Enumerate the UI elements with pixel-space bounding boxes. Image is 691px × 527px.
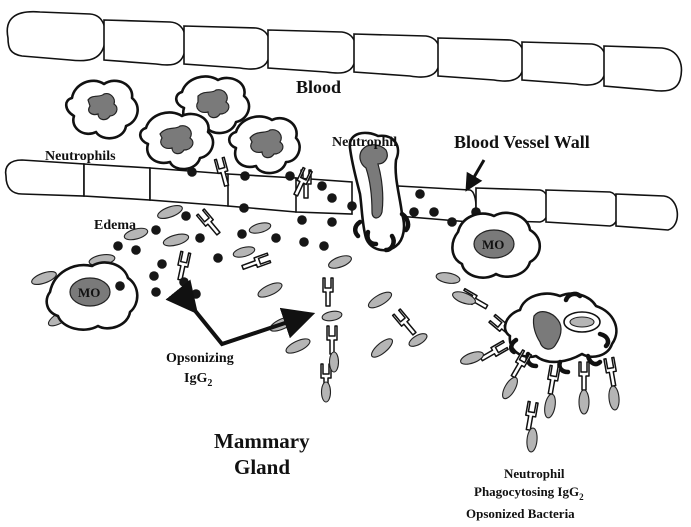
antibody-3 bbox=[197, 209, 223, 237]
edema-label: Edema bbox=[94, 218, 136, 233]
upper-vessel-wall bbox=[7, 12, 681, 91]
blood-vessel-wall-label: Blood Vessel Wall bbox=[454, 132, 590, 152]
antibody-4 bbox=[175, 251, 191, 280]
mammary-label-line1: Mammary bbox=[214, 429, 310, 453]
phagocytosing-label-line2: Phagocytosing IgG2 bbox=[474, 484, 584, 502]
blood-neutrophil-3 bbox=[140, 112, 213, 169]
macrophage-left: MO bbox=[47, 262, 138, 329]
phagocytosing-label-line3: Opsonized Bacteria bbox=[466, 506, 575, 521]
macrophage-right: MO bbox=[452, 213, 539, 278]
phagocytosing-label-line1: Neutrophil bbox=[504, 466, 565, 481]
neutrophils-label: Neutrophils bbox=[45, 149, 116, 164]
antibody-8 bbox=[327, 326, 337, 354]
antibody-7 bbox=[393, 309, 419, 337]
opsonizing-label-line1: Opsonizing bbox=[166, 351, 234, 366]
opsonizing-label-line2: IgG2 bbox=[184, 371, 212, 389]
opsonizing-arrow bbox=[188, 302, 300, 344]
vessel-wall-arrow bbox=[470, 160, 484, 184]
blood-label: Blood bbox=[296, 77, 341, 97]
blood-neutrophil-1 bbox=[66, 81, 137, 138]
antibody-6 bbox=[323, 278, 333, 306]
neutrophil-label: Neutrophil bbox=[332, 135, 397, 150]
transmigrating-neutrophil bbox=[350, 133, 408, 250]
mammary-label-line2: Gland bbox=[234, 455, 290, 479]
macrophage-right-label: MO bbox=[482, 237, 504, 252]
macrophage-left-label: MO bbox=[78, 285, 100, 300]
blood-neutrophil-4 bbox=[229, 116, 299, 173]
